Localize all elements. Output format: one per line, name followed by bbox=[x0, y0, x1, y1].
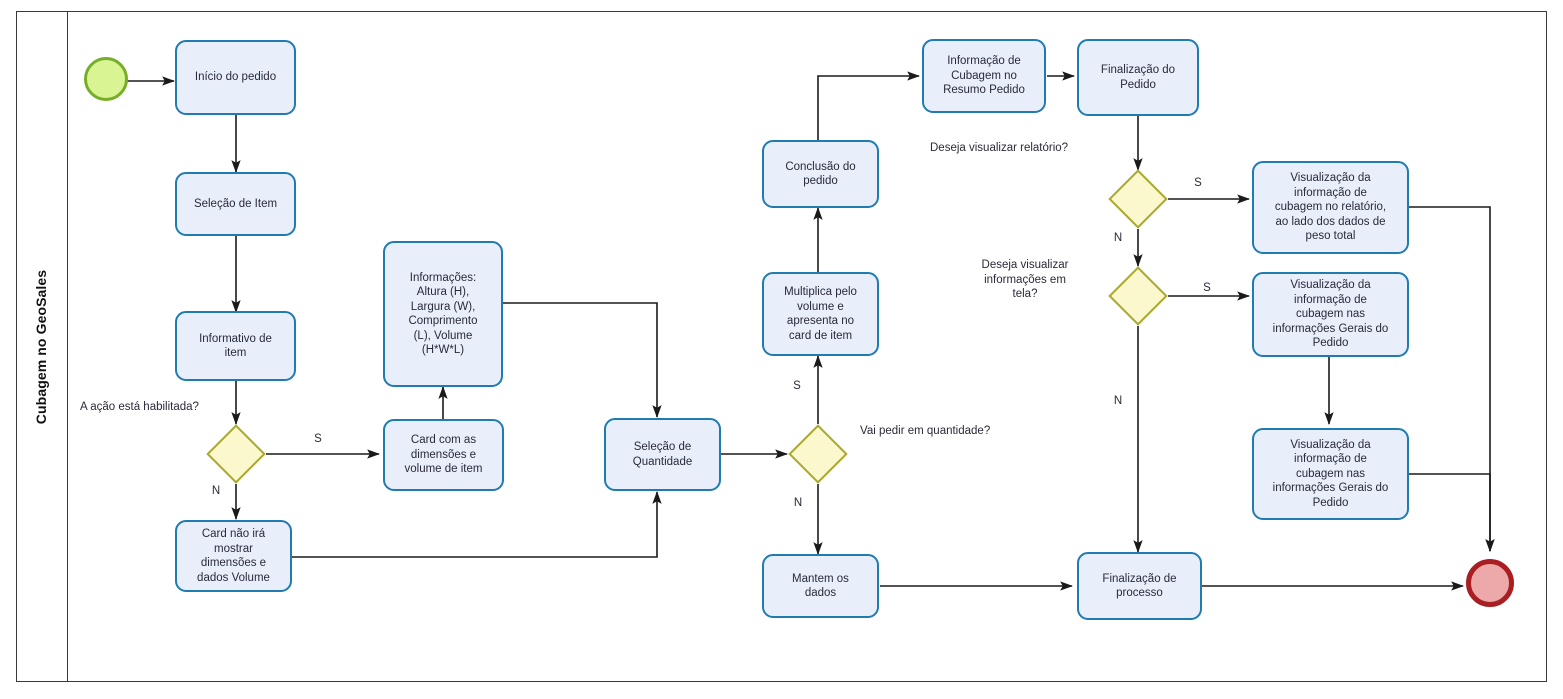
task-selecao-de-quantidade[interactable]: Seleção de Quantidade bbox=[604, 418, 721, 491]
task-mantem-os-dados[interactable]: Mantem os dados bbox=[762, 554, 879, 618]
flow-label-quantidade-sim: S bbox=[793, 380, 801, 392]
task-finalizacao-de-processo[interactable]: Finalização de processo bbox=[1077, 552, 1202, 620]
task-card-com-as-dimensoes[interactable]: Card com as dimensões e volume de item bbox=[383, 419, 504, 491]
flow-label-acao-nao: N bbox=[211, 485, 221, 497]
lane-title: Cubagem no GeoSales bbox=[33, 269, 50, 424]
lane-header: Cubagem no GeoSales bbox=[16, 11, 68, 682]
task-visualizacao-gerais-2[interactable]: Visualização da informação de cubagem na… bbox=[1252, 428, 1409, 520]
end-event[interactable] bbox=[1466, 559, 1514, 607]
gateway-question-relatorio: Deseja visualizar relatório? bbox=[930, 142, 1069, 154]
task-informacao-de-cubagem[interactable]: Informação de Cubagem no Resumo Pedido bbox=[922, 39, 1046, 113]
task-card-nao-ira-mostrar[interactable]: Card não irá mostrar dimensões e dados V… bbox=[175, 520, 292, 592]
gateway-question-acao-habilitada: A ação está habilitada? bbox=[80, 401, 199, 413]
start-event[interactable] bbox=[84, 57, 128, 101]
task-visualizacao-relatorio[interactable]: Visualização da informação de cubagem no… bbox=[1252, 161, 1409, 254]
flow-label-quantidade-nao: N bbox=[793, 497, 803, 509]
task-visualizacao-gerais-1[interactable]: Visualização da informação de cubagem na… bbox=[1252, 272, 1409, 357]
gateway-question-quantidade: Vai pedir em quantidade? bbox=[860, 425, 991, 437]
task-informativo-de-item[interactable]: Informativo de item bbox=[175, 311, 296, 381]
task-finalizacao-do-pedido[interactable]: Finalização do Pedido bbox=[1077, 39, 1199, 116]
flow-label-tela-nao: N bbox=[1113, 395, 1123, 407]
flow-label-tela-sim: S bbox=[1203, 282, 1211, 294]
flow-label-relatorio-sim: S bbox=[1194, 177, 1202, 189]
task-inicio-do-pedido[interactable]: Início do pedido bbox=[175, 40, 296, 115]
flow-label-relatorio-nao: N bbox=[1113, 232, 1123, 244]
task-conclusao-do-pedido[interactable]: Conclusão do pedido bbox=[762, 140, 879, 208]
task-informacoes-dimensoes[interactable]: Informações: Altura (H), Largura (W), Co… bbox=[383, 241, 503, 387]
task-selecao-de-item[interactable]: Seleção de Item bbox=[175, 172, 296, 236]
gateway-question-tela: Deseja visualizar informações em tela? bbox=[981, 259, 1069, 300]
task-multiplica-pelo-volume[interactable]: Multiplica pelo volume e apresenta no ca… bbox=[762, 272, 879, 356]
flow-label-acao-sim: S bbox=[314, 433, 322, 445]
